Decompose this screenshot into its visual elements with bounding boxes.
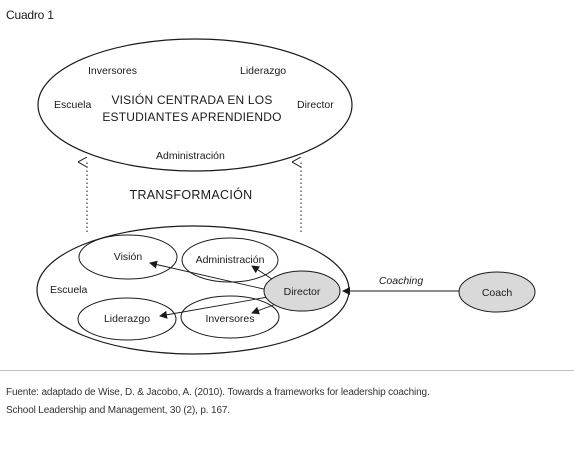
source-line-2: School Leadership and Management, 30 (2)… [6, 405, 230, 416]
bottom-ellipse-label: Escuela [50, 284, 88, 296]
node-coach-label: Coach [482, 287, 513, 299]
arrow-director-to-liderazgo [159, 296, 269, 319]
node-liderazgo [77, 297, 177, 341]
node-inversores [180, 295, 280, 339]
top-ellipse [37, 38, 353, 172]
node-director [263, 270, 341, 312]
top-item-liderazgo: Liderazgo [240, 65, 286, 77]
node-liderazgo-label: Liderazgo [104, 313, 150, 325]
top-center-line2: ESTUDIANTES APRENDIENDO [102, 110, 281, 124]
node-vision-label: Visión [114, 251, 143, 263]
diagram: Inversores Liderazgo Escuela Director Ad… [36, 38, 536, 355]
coaching-label: Coaching [379, 275, 424, 287]
top-item-director: Director [297, 99, 334, 111]
node-coach [458, 271, 536, 313]
source-line-1: Fuente: adaptado de Wise, D. & Jacobo, A… [6, 387, 430, 398]
arrow-director-to-vision [149, 260, 269, 291]
top-item-inversores: Inversores [88, 65, 137, 77]
node-administracion-label: Administración [196, 254, 265, 266]
figure-label: Cuadro 1 [6, 8, 54, 22]
divider-rule [0, 370, 574, 371]
top-center-line1: VISIÓN CENTRADA EN LOS [111, 92, 272, 107]
top-item-escuela: Escuela [54, 99, 92, 111]
top-item-administracion: Administración [156, 150, 225, 162]
transformation-label: TRANSFORMACIÓN [130, 187, 253, 202]
node-director-label: Director [284, 286, 321, 298]
node-inversores-label: Inversores [205, 313, 254, 325]
arrow-director-to-inversores [251, 303, 277, 315]
